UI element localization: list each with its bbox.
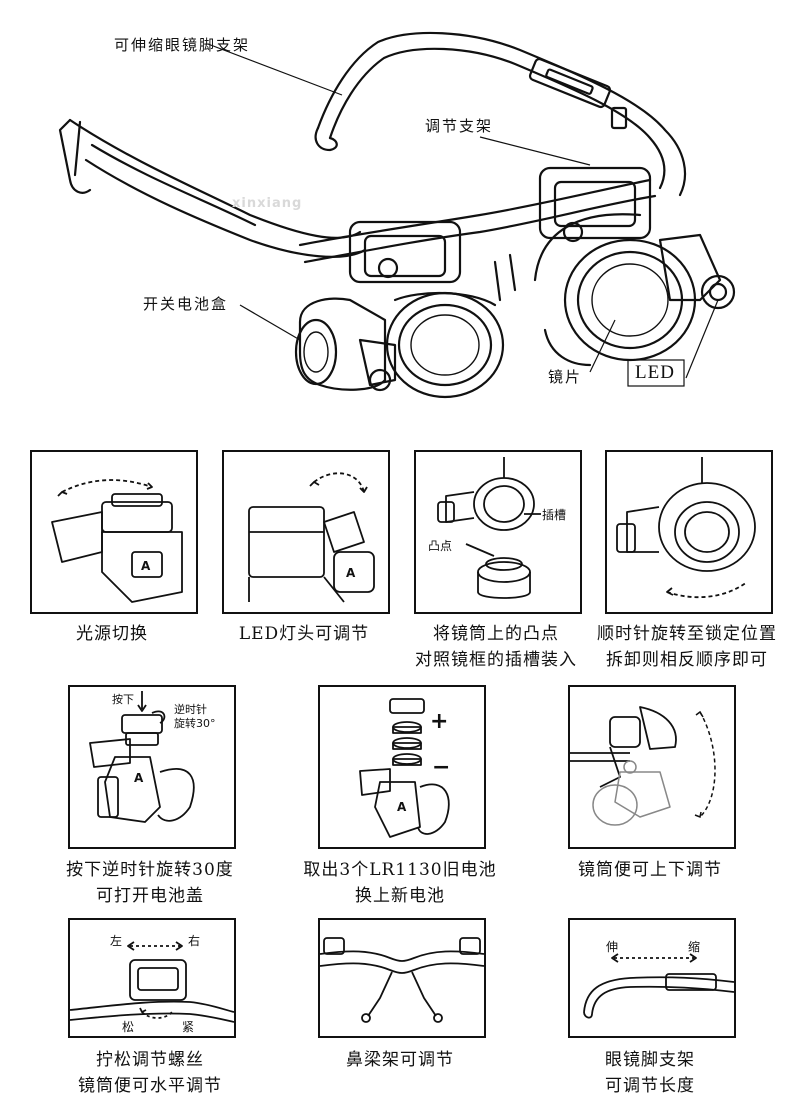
caption-3a: 将镜筒上的凸点 [433,624,559,644]
horizontal-adjust-drawing [70,941,234,1023]
caption-8b: 镜筒便可水平调节 [78,1076,222,1096]
panel-vertical-adjust [568,685,736,849]
loosen-label: 松 [122,1020,135,1034]
panel-insert-barrel: 插槽 凸点 [414,450,582,614]
caption-4b: 拆卸则相反顺序即可 [606,650,768,670]
panel-nose-bridge [318,918,486,1038]
insert-barrel-drawing [437,457,541,599]
caption-4a: 顺时针旋转至锁定位置 [597,624,777,644]
panel-led-adjust: A [222,450,390,614]
caption-5b: 可打开电池盖 [96,886,204,906]
panel-temple-length: 伸 缩 [568,918,736,1038]
replace-battery-drawing: A [359,698,450,838]
rotate-label-2: 旋转30° [174,717,216,730]
bracket-label: 调节支架 [425,117,494,135]
svg-text:A: A [346,566,356,580]
panel-horizontal-adjust: 左 右 松 紧 [68,918,236,1038]
vertical-adjust-drawing [570,706,716,826]
caption-7a: 镜筒便可上下调节 [578,860,722,880]
lens-label: 镜片 [548,368,583,386]
retract-label: 缩 [688,940,701,954]
caption-3b: 对照镜框的插槽装入 [415,650,577,670]
magnifier-glasses-drawing [58,31,736,399]
watermark: xinxiang [232,196,303,211]
battery-box-label: 开关电池盒 [143,295,229,313]
slot-label: 插槽 [542,508,567,522]
bump-label: 凸点 [428,539,453,553]
nose-bridge-drawing [320,937,484,1023]
rotate-lock-drawing [616,457,756,599]
svg-text:A: A [141,559,151,573]
panel-replace-battery: A + − [318,685,486,849]
right-label: 右 [188,934,201,948]
caption-10b: 可调节长度 [605,1076,695,1096]
caption-9a: 鼻梁架可调节 [346,1050,454,1070]
plus-sign: + [430,709,449,734]
panel-open-cover: A 按下 逆时针 旋转30° [68,685,236,849]
led-label: LED [635,362,675,383]
panel-rotate-lock [605,450,773,614]
caption-1a: 光源切换 [76,624,148,644]
left-label: 左 [110,934,123,948]
panel-light-switch: A [30,450,198,614]
caption-6a: 取出3个LR1130旧电池 [303,860,497,880]
caption-5a: 按下逆时针旋转30度 [66,860,234,880]
caption-2a: LED灯头可调节 [238,624,370,644]
press-label: 按下 [112,693,134,706]
caption-10a: 眼镜脚支架 [605,1050,695,1070]
caption-8a: 拧松调节螺丝 [96,1050,204,1070]
temple-length-drawing [583,953,734,1019]
extend-label: 伸 [606,940,619,954]
temple-label: 可伸缩眼镜脚支架 [114,36,251,54]
svg-text:A: A [134,771,144,785]
light-switch-drawing: A [51,479,183,603]
tighten-label: 紧 [182,1020,195,1034]
led-adjust-drawing: A [248,472,375,603]
caption-6b: 换上新电池 [355,886,445,906]
rotate-label-1: 逆时针 [174,703,207,716]
open-cover-drawing: A [89,691,195,823]
hero-illustration [0,0,800,420]
minus-sign: − [432,755,451,780]
svg-text:A: A [397,800,407,814]
